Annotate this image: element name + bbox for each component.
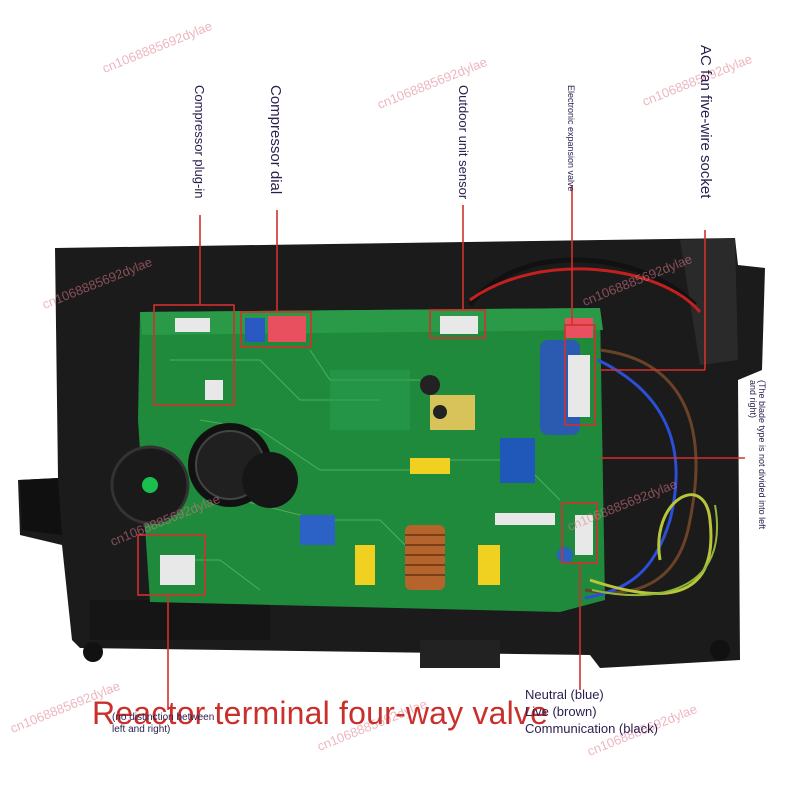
connectors bbox=[160, 316, 593, 585]
annotation-boxes bbox=[137, 185, 745, 710]
ac-fan-label: AC fan five-wire socket bbox=[697, 45, 714, 199]
pcb-board bbox=[138, 308, 605, 612]
inductor-coil bbox=[355, 513, 573, 590]
no-distinction-note: (no distinction between left and right) bbox=[112, 712, 215, 735]
outdoor-sensor-label: Outdoor unit sensor bbox=[456, 85, 471, 200]
compressor-dial-label: Compressor dial bbox=[267, 85, 284, 195]
blade-type-note: (The blade type is not divided into left… bbox=[748, 380, 767, 530]
compressor-plugin-label: Compressor plug-in bbox=[192, 85, 207, 199]
reactor-terminal-title: Reactor terminal four-way valve bbox=[92, 695, 549, 731]
capacitors bbox=[110, 340, 580, 545]
communication-label: Communication (black) bbox=[525, 721, 658, 736]
wires bbox=[468, 257, 718, 600]
eev-label: Electronic expansion valve bbox=[566, 85, 576, 192]
live-label: Live (brown) bbox=[525, 704, 597, 719]
neutral-label: Neutral (blue) bbox=[525, 687, 604, 702]
